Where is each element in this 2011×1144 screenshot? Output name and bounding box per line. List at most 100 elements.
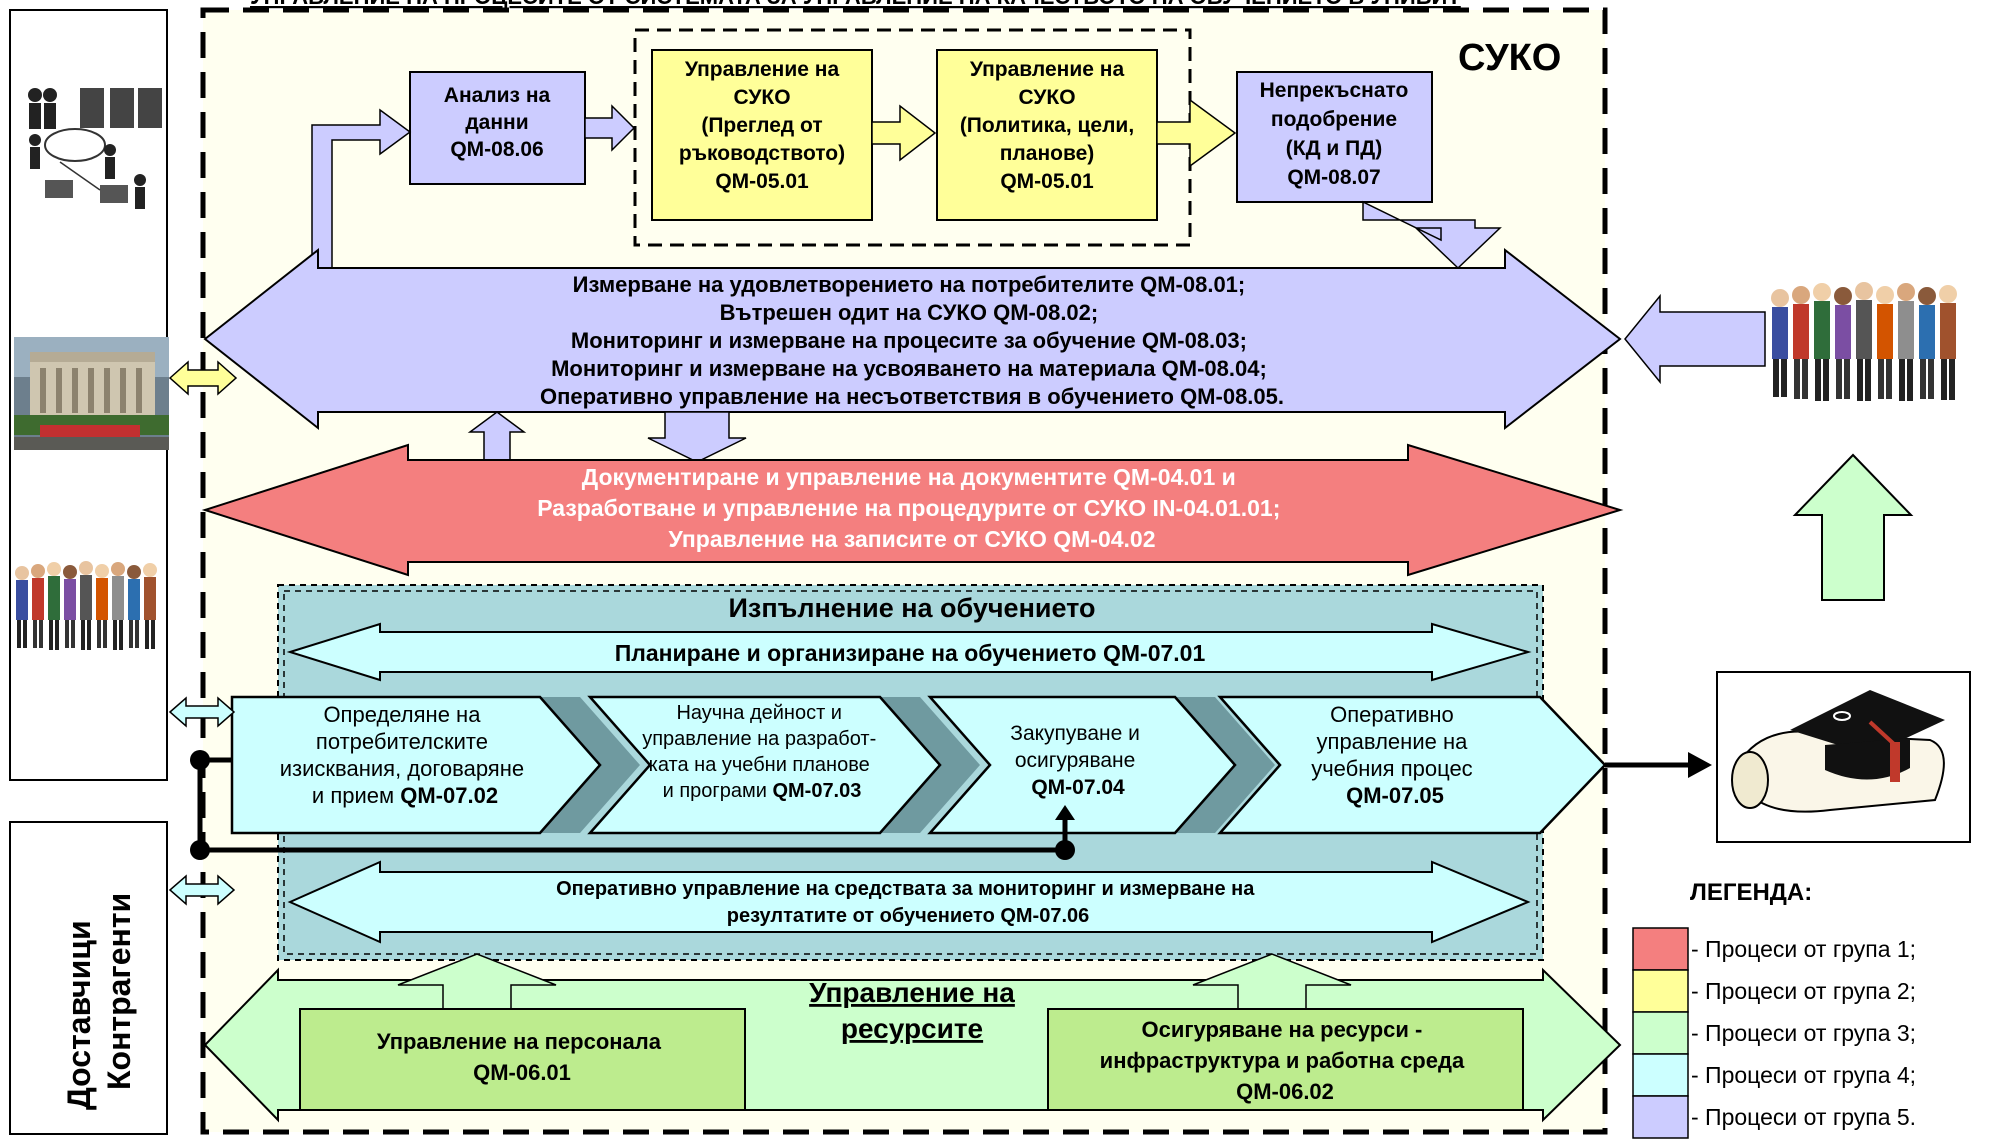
arrow-policy-to-improvement	[1156, 98, 1237, 168]
workstation	[100, 185, 128, 203]
customers-group-icon	[1771, 282, 1957, 401]
arrow-measurement-down	[647, 411, 747, 463]
people-network-clipart	[28, 88, 162, 209]
arrow-improvement-down	[1362, 200, 1502, 270]
legend-swatch	[1632, 927, 1689, 971]
connector-dot	[190, 840, 210, 860]
staff-figure	[134, 174, 146, 209]
output-up-arrow	[1792, 453, 1914, 601]
legend-label: - Процеси от група 4;	[1691, 1062, 1916, 1088]
suko-label: СУКО	[1458, 37, 1561, 79]
person-figure	[1897, 283, 1915, 401]
resources-title: Управление на ресурсите	[809, 977, 1015, 1044]
measurement-arrow	[203, 247, 1622, 431]
server-rack	[138, 88, 162, 128]
chevron-shadow	[1175, 697, 1275, 833]
mgmt-policy-box	[936, 49, 1158, 221]
legend-swatch	[1632, 1095, 1689, 1139]
server-rack	[110, 88, 134, 128]
chevron-operational	[1217, 695, 1607, 835]
output-arrowhead	[1688, 752, 1712, 778]
connector-dot	[1055, 840, 1075, 860]
infrastructure-box	[1047, 1008, 1524, 1111]
person-figure	[47, 562, 61, 650]
person-figure	[127, 565, 141, 648]
arrow-infrastructure-up	[1192, 953, 1352, 1013]
legend-title: ЛЕГЕНДА:	[1690, 879, 1812, 906]
person-figure	[1918, 287, 1936, 399]
measurement-text: Измерване на удовлетворението на потреби…	[540, 272, 1284, 409]
network-link	[59, 161, 101, 191]
arrow-personnel-up	[397, 953, 557, 1013]
chevron-purchasing-text: Закупуване и осигуряване QM-07.04	[1010, 722, 1145, 799]
arrow-suppliers-execution	[168, 874, 236, 906]
person-figure	[1771, 289, 1789, 397]
planning-text: Планиране и организиране на обучението Q…	[615, 640, 1206, 666]
staff-group-icon	[15, 561, 157, 650]
university-building-photo	[14, 337, 169, 450]
arrow-measurement-to-analysis	[311, 108, 412, 269]
chevron-requirements-text: Определяне на потребителските изисквания…	[280, 702, 530, 808]
page-title: УПРАВЛЕНИЕ НА ПРОЦЕСИТЕ ОТ СИСТЕМАТА ЗА …	[250, 0, 1461, 9]
person-figure	[15, 566, 29, 648]
connector-dot	[190, 750, 210, 770]
chevron-purchasing	[927, 695, 1237, 835]
person-figure	[1813, 283, 1831, 401]
svg-text:ресурсите: ресурсите	[841, 1013, 983, 1044]
legend-label: - Процеси от група 5.	[1691, 1104, 1916, 1130]
chevron-shadow	[540, 697, 640, 833]
suppliers-box	[9, 821, 168, 1135]
graduation-cap-diploma-icon	[1716, 671, 1971, 843]
monitoring-arrow	[287, 860, 1531, 944]
documents-text: Документиране и управление на документит…	[537, 464, 1287, 552]
legend-label: - Процеси от група 3;	[1691, 1020, 1916, 1046]
staff-figure	[43, 88, 57, 129]
person-figure	[1876, 286, 1894, 399]
legend: - Процеси от група 1; - Процеси от група …	[1632, 927, 1916, 1139]
arrow-building-suko	[168, 360, 238, 396]
documents-arrow	[201, 443, 1624, 577]
mgmt-review-box	[651, 49, 873, 221]
person-figure	[1939, 285, 1957, 400]
monitoring-text: Оперативно управление на средствата за м…	[556, 878, 1260, 927]
infrastructure-label: Осигуряване на ресурси - инфраструктура …	[1100, 1017, 1471, 1104]
legend-swatch	[1632, 1053, 1689, 1097]
person-figure	[1855, 282, 1873, 401]
suppliers-label: Доставчици Контрагенти	[61, 893, 137, 1110]
person-figure	[95, 564, 109, 648]
server-rack	[80, 88, 104, 128]
svg-text:Доставчици: Доставчици	[61, 920, 97, 1110]
svg-text:Управление на: Управление на	[809, 977, 1015, 1008]
chevron-shadow	[880, 697, 980, 833]
arrow-customers-to-measurement	[1624, 293, 1766, 385]
legend-swatch	[1632, 1011, 1689, 1055]
cloud-shape	[44, 128, 106, 162]
personnel-label: Управление на персонала QM-06.01	[377, 1029, 667, 1085]
personnel-box	[299, 1008, 746, 1111]
person-figure	[111, 562, 125, 650]
person-figure	[79, 561, 93, 650]
person-figure	[1792, 286, 1810, 399]
chevron-requirements	[230, 695, 602, 835]
chevron-operational-text: Оперативно управление на учебния процес …	[1311, 702, 1479, 808]
arrow-review-to-policy	[871, 104, 937, 162]
arrow-staff-execution	[168, 696, 236, 728]
person-figure	[1834, 287, 1852, 399]
person-figure	[143, 563, 157, 649]
legend-label: - Процеси от група 2;	[1691, 978, 1916, 1004]
execution-title: Изпълнение на обучението	[729, 593, 1096, 623]
connector-arrowhead	[1055, 805, 1075, 820]
supplier-connector	[197, 757, 1068, 853]
improvement-box	[1236, 71, 1433, 203]
staff-figure	[104, 144, 116, 179]
legend-swatch	[1632, 969, 1689, 1013]
staff-figure	[28, 88, 42, 129]
legend-label: - Процеси от група 1;	[1691, 936, 1916, 962]
staff-figure	[29, 134, 41, 169]
person-figure	[31, 564, 45, 648]
arrow-analysis-to-review	[584, 104, 636, 152]
